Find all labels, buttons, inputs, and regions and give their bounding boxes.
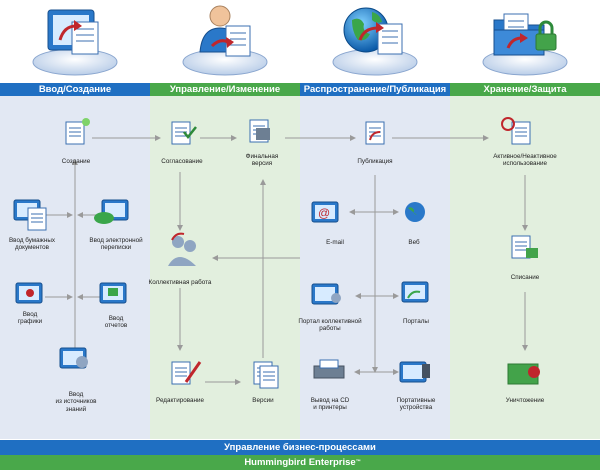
versions-icon	[253, 361, 279, 389]
collab-icon	[168, 232, 196, 266]
label-reports: Ввод отчетов	[104, 315, 128, 330]
column-header-store: Хранение/Защита	[450, 83, 600, 96]
label-create: Создание	[61, 158, 91, 165]
monitor-doc-icon	[32, 9, 118, 76]
label-cd: Вывод на CD и принтеры	[310, 397, 350, 412]
bpm-bar: Управление бизнес-процессами	[0, 440, 600, 455]
destroy-icon	[507, 363, 540, 385]
label-paper: Ввод бумажных документов	[8, 237, 55, 252]
reports-input-icon	[99, 282, 127, 304]
label-portal-collab: Портал коллективной работы	[298, 318, 362, 333]
knowledge-input-icon	[59, 347, 88, 369]
edit-icon	[171, 361, 202, 385]
portals-icon	[401, 281, 429, 303]
approve-icon	[171, 121, 197, 145]
label-destroy: Уничтожение	[505, 397, 545, 404]
folder-lock-icon	[482, 13, 568, 76]
stage-icons	[32, 5, 568, 76]
active-inactive-icon	[501, 117, 531, 145]
label-collab: Коллективная работа	[148, 279, 212, 286]
label-portals: Порталы	[403, 318, 429, 325]
label-web: Веб	[408, 239, 420, 246]
portal-collab-icon	[311, 283, 341, 305]
product-name: Hummingbird Enterprise	[244, 457, 356, 468]
column-header-publish: Распространение/Публикация	[300, 83, 450, 96]
graphics-input-icon	[15, 282, 43, 304]
label-approve: Согласование	[161, 158, 203, 165]
label-email: E-mail	[326, 239, 344, 246]
trademark-mark: ™	[355, 459, 361, 465]
label-portable: Портативные устройства	[396, 397, 436, 412]
final-version-icon	[249, 119, 270, 143]
email-input-icon	[94, 199, 129, 224]
label-graphics: Ввод графики	[17, 311, 43, 326]
label-email-input: Ввод электронной переписки	[89, 237, 143, 252]
user-doc-icon	[182, 5, 268, 76]
publish-icon	[365, 121, 385, 145]
label-edit: Редактирование	[156, 397, 204, 404]
email-icon: @	[311, 201, 339, 223]
paper-input-icon	[13, 199, 47, 231]
create-icon	[65, 118, 90, 145]
globe-doc-icon	[332, 7, 418, 76]
label-versions: Версии	[252, 397, 274, 404]
label-publish: Публикация	[357, 158, 393, 165]
web-icon	[405, 202, 425, 222]
portable-device-icon	[399, 361, 430, 383]
label-writeoff: Списание	[510, 274, 540, 281]
flow-connectors	[45, 135, 528, 385]
column-header-manage: Управление/Изменение	[150, 83, 300, 96]
label-active: Активное/Неактивное использование	[493, 153, 557, 168]
node-icons: @	[13, 117, 540, 389]
cd-printer-icon	[313, 359, 345, 379]
svg-text:@: @	[318, 206, 330, 220]
writeoff-icon	[511, 235, 538, 259]
column-header-input: Ввод/Создание	[0, 83, 150, 96]
label-knowledge: Ввод из источников знаний	[55, 391, 97, 413]
label-final: Финальная версия	[245, 153, 279, 168]
